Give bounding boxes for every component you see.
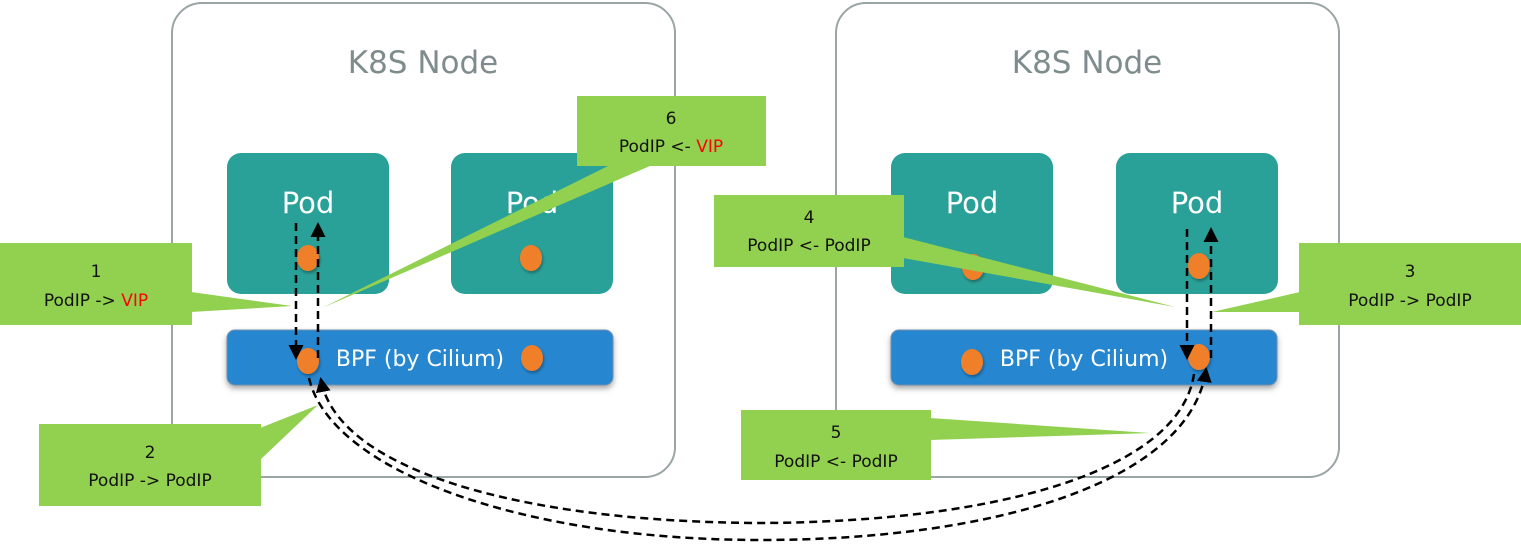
callout-text: PodIP -> PodIP: [1348, 291, 1471, 311]
callout-pointer: [322, 166, 650, 308]
callout-step-number: 1: [91, 262, 102, 282]
callout-step-number: 2: [145, 443, 156, 463]
pod-endpoint-dot: [297, 245, 319, 271]
callout-pointer: [260, 405, 318, 460]
callout-text: PodIP -> PodIP: [88, 471, 211, 491]
callout-box: [577, 96, 766, 166]
bpf-label: BPF (by Cilium): [336, 347, 504, 372]
pod-label: Pod: [946, 186, 999, 220]
pod-label: Pod: [1171, 186, 1224, 220]
callout-src: PodIP: [44, 291, 90, 311]
callout-dst: PodIP: [852, 452, 898, 472]
callout-arrow: <-: [799, 236, 819, 256]
callout-arrow: ->: [1400, 291, 1420, 311]
packet-flow: [288, 222, 1219, 542]
callout-step-3: 3 PodIP -> PodIP: [1212, 243, 1521, 325]
k8s-node-2: K8S Node Pod Pod BPF (by Cilium): [835, 2, 1340, 478]
callout-text: PodIP <- PodIP: [747, 236, 870, 256]
bpf-layer-1: BPF (by Cilium): [226, 329, 614, 386]
bpf-layer-2: BPF (by Cilium): [890, 329, 1278, 386]
callout-dst: VIP: [696, 137, 723, 157]
k8s-node-1: K8S Node Pod Pod BPF (by Cilium): [171, 2, 676, 478]
callout-arrow: <-: [826, 452, 846, 472]
callout-dst: VIP: [121, 291, 148, 311]
bpf-endpoint-dot: [297, 348, 319, 374]
callout-text: PodIP <- PodIP: [774, 452, 897, 472]
callout-step-number: 5: [831, 423, 842, 443]
bpf-endpoint-dot: [1188, 344, 1210, 370]
callout-src: PodIP: [747, 236, 793, 256]
callout-dst: PodIP: [166, 471, 212, 491]
callout-step-6: 6 PodIP <- VIP: [322, 96, 766, 308]
node-title: K8S Node: [348, 45, 499, 81]
callout-step-1: 1 PodIP -> VIP: [0, 243, 292, 325]
flow-curve-node2-to-node1: [315, 373, 1196, 525]
bpf-endpoint-dot: [961, 349, 983, 375]
callout-text: PodIP -> VIP: [44, 291, 148, 311]
callout-src: PodIP: [88, 471, 134, 491]
callout-pointer: [930, 418, 1150, 440]
callout-box: [1299, 243, 1521, 325]
callout-pointer: [903, 237, 1175, 307]
callout-arrow: <-: [670, 137, 690, 157]
callout-pointer: [1212, 292, 1300, 312]
callout-step-number: 4: [804, 208, 815, 228]
callout-box: [39, 424, 261, 506]
callout-step-4: 4 PodIP <- PodIP: [714, 195, 1175, 307]
callout-dst: PodIP: [1426, 291, 1472, 311]
bpf-label: BPF (by Cilium): [1000, 347, 1168, 372]
pod-1b: Pod: [451, 153, 613, 294]
pod-2b: Pod: [1116, 153, 1278, 294]
pod-1a: Pod: [227, 153, 389, 294]
bpf-endpoint-dot: [521, 345, 543, 371]
callout-arrow: ->: [95, 291, 115, 311]
node-title: K8S Node: [1012, 45, 1163, 81]
callout-step-number: 6: [666, 109, 677, 129]
callouts: 6 PodIP <- VIP 1 PodIP -> VIP 2 PodIP ->…: [0, 96, 1521, 506]
callout-src: PodIP: [774, 452, 820, 472]
pod-box: [451, 153, 613, 294]
pod-box: [1116, 153, 1278, 294]
callout-dst: PodIP: [825, 236, 871, 256]
bpf-bar: [226, 329, 614, 386]
pod-endpoint-dot: [1188, 253, 1210, 279]
pod-box: [227, 153, 389, 294]
callout-src: PodIP: [619, 137, 665, 157]
pod-endpoint-dot: [520, 245, 542, 271]
callout-box: [714, 195, 904, 267]
pod-label: Pod: [282, 186, 335, 220]
callout-step-2: 2 PodIP -> PodIP: [39, 405, 318, 506]
callout-step-5: 5 PodIP <- PodIP: [741, 410, 1150, 480]
flow-curve-node1-to-node2: [307, 367, 1212, 542]
callout-text: PodIP <- VIP: [619, 137, 723, 157]
bpf-bar: [890, 329, 1278, 386]
callout-src: PodIP: [1348, 291, 1394, 311]
callout-box: [741, 410, 931, 480]
callout-pointer: [191, 292, 292, 312]
callout-step-number: 3: [1405, 262, 1416, 282]
callout-box: [0, 243, 192, 325]
callout-arrow: ->: [140, 471, 160, 491]
